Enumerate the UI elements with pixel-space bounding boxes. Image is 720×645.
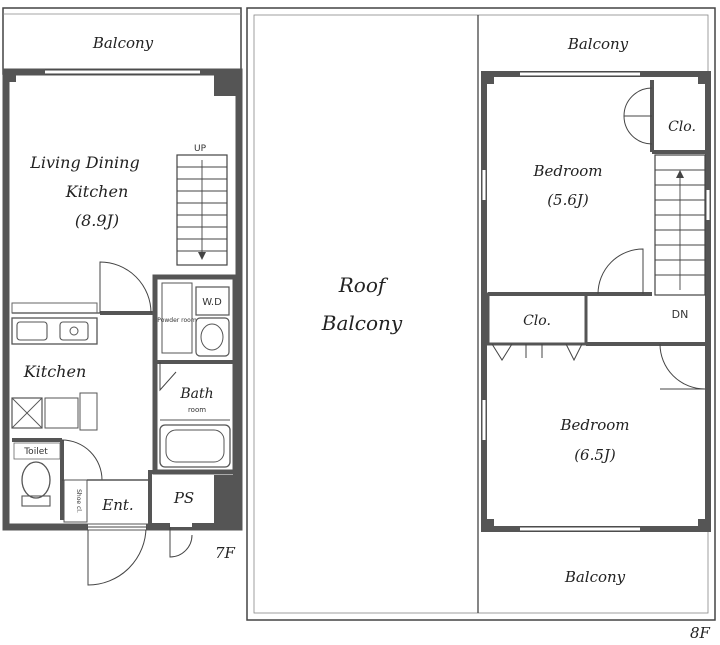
floor-7f-label: 7F bbox=[215, 544, 236, 562]
floor-8f: Roof Balcony Balcony Clo. Bedroom (5.6J)… bbox=[246, 7, 716, 642]
bath-label: Bath bbox=[179, 386, 213, 402]
roof-balcony-line1: Roof bbox=[338, 273, 389, 297]
ps-label: PS bbox=[173, 489, 194, 507]
powder-room-label: Powder room bbox=[157, 317, 197, 324]
ldk-size: (8.9J) bbox=[75, 211, 119, 230]
floor-7f: Balcony Living Dining Kitchen (8.9J) UP … bbox=[2, 7, 243, 586]
stairs-down-8f bbox=[654, 154, 706, 296]
balcony-7f-label: Balcony bbox=[92, 34, 154, 52]
toilet-label: Toilet bbox=[23, 447, 48, 457]
bedroom2-label: Bedroom bbox=[560, 416, 630, 434]
kitchen-counter bbox=[11, 302, 98, 345]
bathtub bbox=[159, 424, 231, 468]
roof-balcony-line2: Balcony bbox=[321, 311, 403, 335]
balcony-top-label: Balcony bbox=[567, 35, 629, 53]
ps-cabinet bbox=[148, 470, 237, 527]
washer-label: W.D bbox=[202, 297, 222, 308]
entrance-label: Ent. bbox=[101, 496, 133, 514]
floor-8f-frame bbox=[246, 7, 716, 621]
stairs-up-label: UP bbox=[194, 144, 207, 154]
bedroom1-size: (5.6J) bbox=[547, 191, 589, 209]
bedroom2-size: (6.5J) bbox=[574, 446, 616, 464]
floor-8f-label: 8F bbox=[690, 624, 711, 642]
entrance-door bbox=[87, 526, 147, 586]
ldk-label-line1: Living Dining bbox=[29, 153, 139, 172]
stairs-down-label: DN bbox=[672, 308, 689, 321]
stairs-up-7f bbox=[176, 154, 228, 266]
appliance-box bbox=[11, 397, 43, 429]
closet-mid-label: Clo. bbox=[523, 313, 551, 329]
bath-sub-label: room bbox=[188, 406, 206, 414]
closet-top-label: Clo. bbox=[668, 119, 696, 135]
kitchen-label: Kitchen bbox=[23, 362, 87, 381]
ldk-label-line2: Kitchen bbox=[65, 182, 129, 201]
toilet-bowl bbox=[21, 461, 51, 499]
balcony-bottom-label: Balcony bbox=[564, 568, 626, 586]
bedroom1-label: Bedroom bbox=[533, 162, 603, 180]
shoe-cabinet-label: Shoe cl. bbox=[75, 489, 82, 513]
